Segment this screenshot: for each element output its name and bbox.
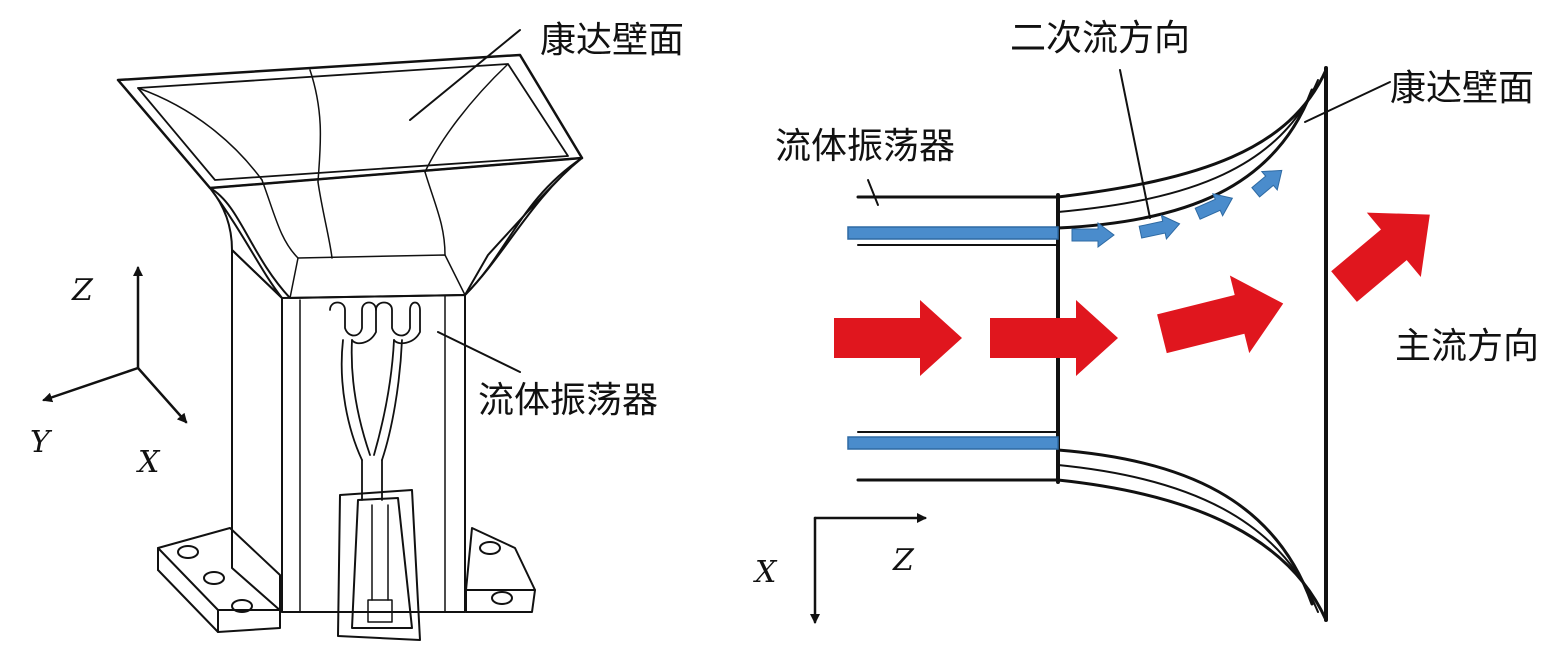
body-panel-lines (299, 295, 446, 613)
axis-z-right: Z (892, 543, 915, 578)
label-oscillator-left: 流体振荡器 (478, 380, 658, 421)
main-flow-arrow (990, 300, 1118, 376)
coanda-upper-inner (1056, 88, 1314, 230)
coanda-upper-mid (1057, 79, 1319, 213)
leader-conda-wall-left (409, 29, 521, 121)
leader-conda-wall-right (1304, 81, 1391, 123)
label-oscillator-right: 流体振荡器 (775, 126, 955, 167)
main-flow-arrows (834, 212, 1430, 376)
coanda-upper-outer (1056, 68, 1328, 199)
leader-secondary-flow (1119, 69, 1151, 219)
label-secondary-flow-direction: 二次流方向 (1010, 18, 1190, 59)
main-flow-arrow (834, 300, 962, 376)
secondary-flow-arrows (1071, 169, 1283, 248)
secondary-flow-arrow (1071, 222, 1115, 248)
left-axis-triad (42, 266, 188, 424)
coanda-lower-outer (1056, 478, 1328, 622)
secondary-flow-arrow (1251, 169, 1283, 198)
label-conda-wall-left: 康达壁面 (540, 20, 684, 61)
body-side-face (231, 249, 283, 613)
main-flow-arrow (1331, 212, 1430, 302)
left-3d-model (42, 29, 584, 641)
axis-y-left: Y (30, 425, 53, 460)
base-plate-left (157, 527, 281, 633)
oscillator-channels (329, 301, 421, 501)
label-main-flow-direction: 主流方向 (1395, 326, 1539, 367)
coanda-lower-mid (1057, 464, 1319, 613)
oscillator-jet-top (847, 226, 1059, 240)
base-plate-right (465, 527, 536, 613)
inlet-block (337, 489, 421, 641)
axis-x-left: X (136, 445, 161, 480)
coanda-lower-inner (1056, 448, 1314, 606)
oscillator-jet-bottom (847, 436, 1059, 450)
label-conda-wall-right: 康达壁面 (1390, 68, 1534, 109)
axis-z-left: Z (71, 273, 94, 308)
axis-x-right: X (753, 555, 778, 590)
secondary-flow-arrow (1194, 193, 1234, 220)
conda-funnel (116, 53, 584, 299)
right-axis (810, 513, 927, 624)
leader-oscillator-left (437, 331, 521, 373)
main-flow-arrow (1157, 275, 1284, 354)
leader-oscillator-right (867, 179, 879, 206)
secondary-flow-arrow (1138, 214, 1181, 240)
right-schematic (810, 66, 1430, 624)
